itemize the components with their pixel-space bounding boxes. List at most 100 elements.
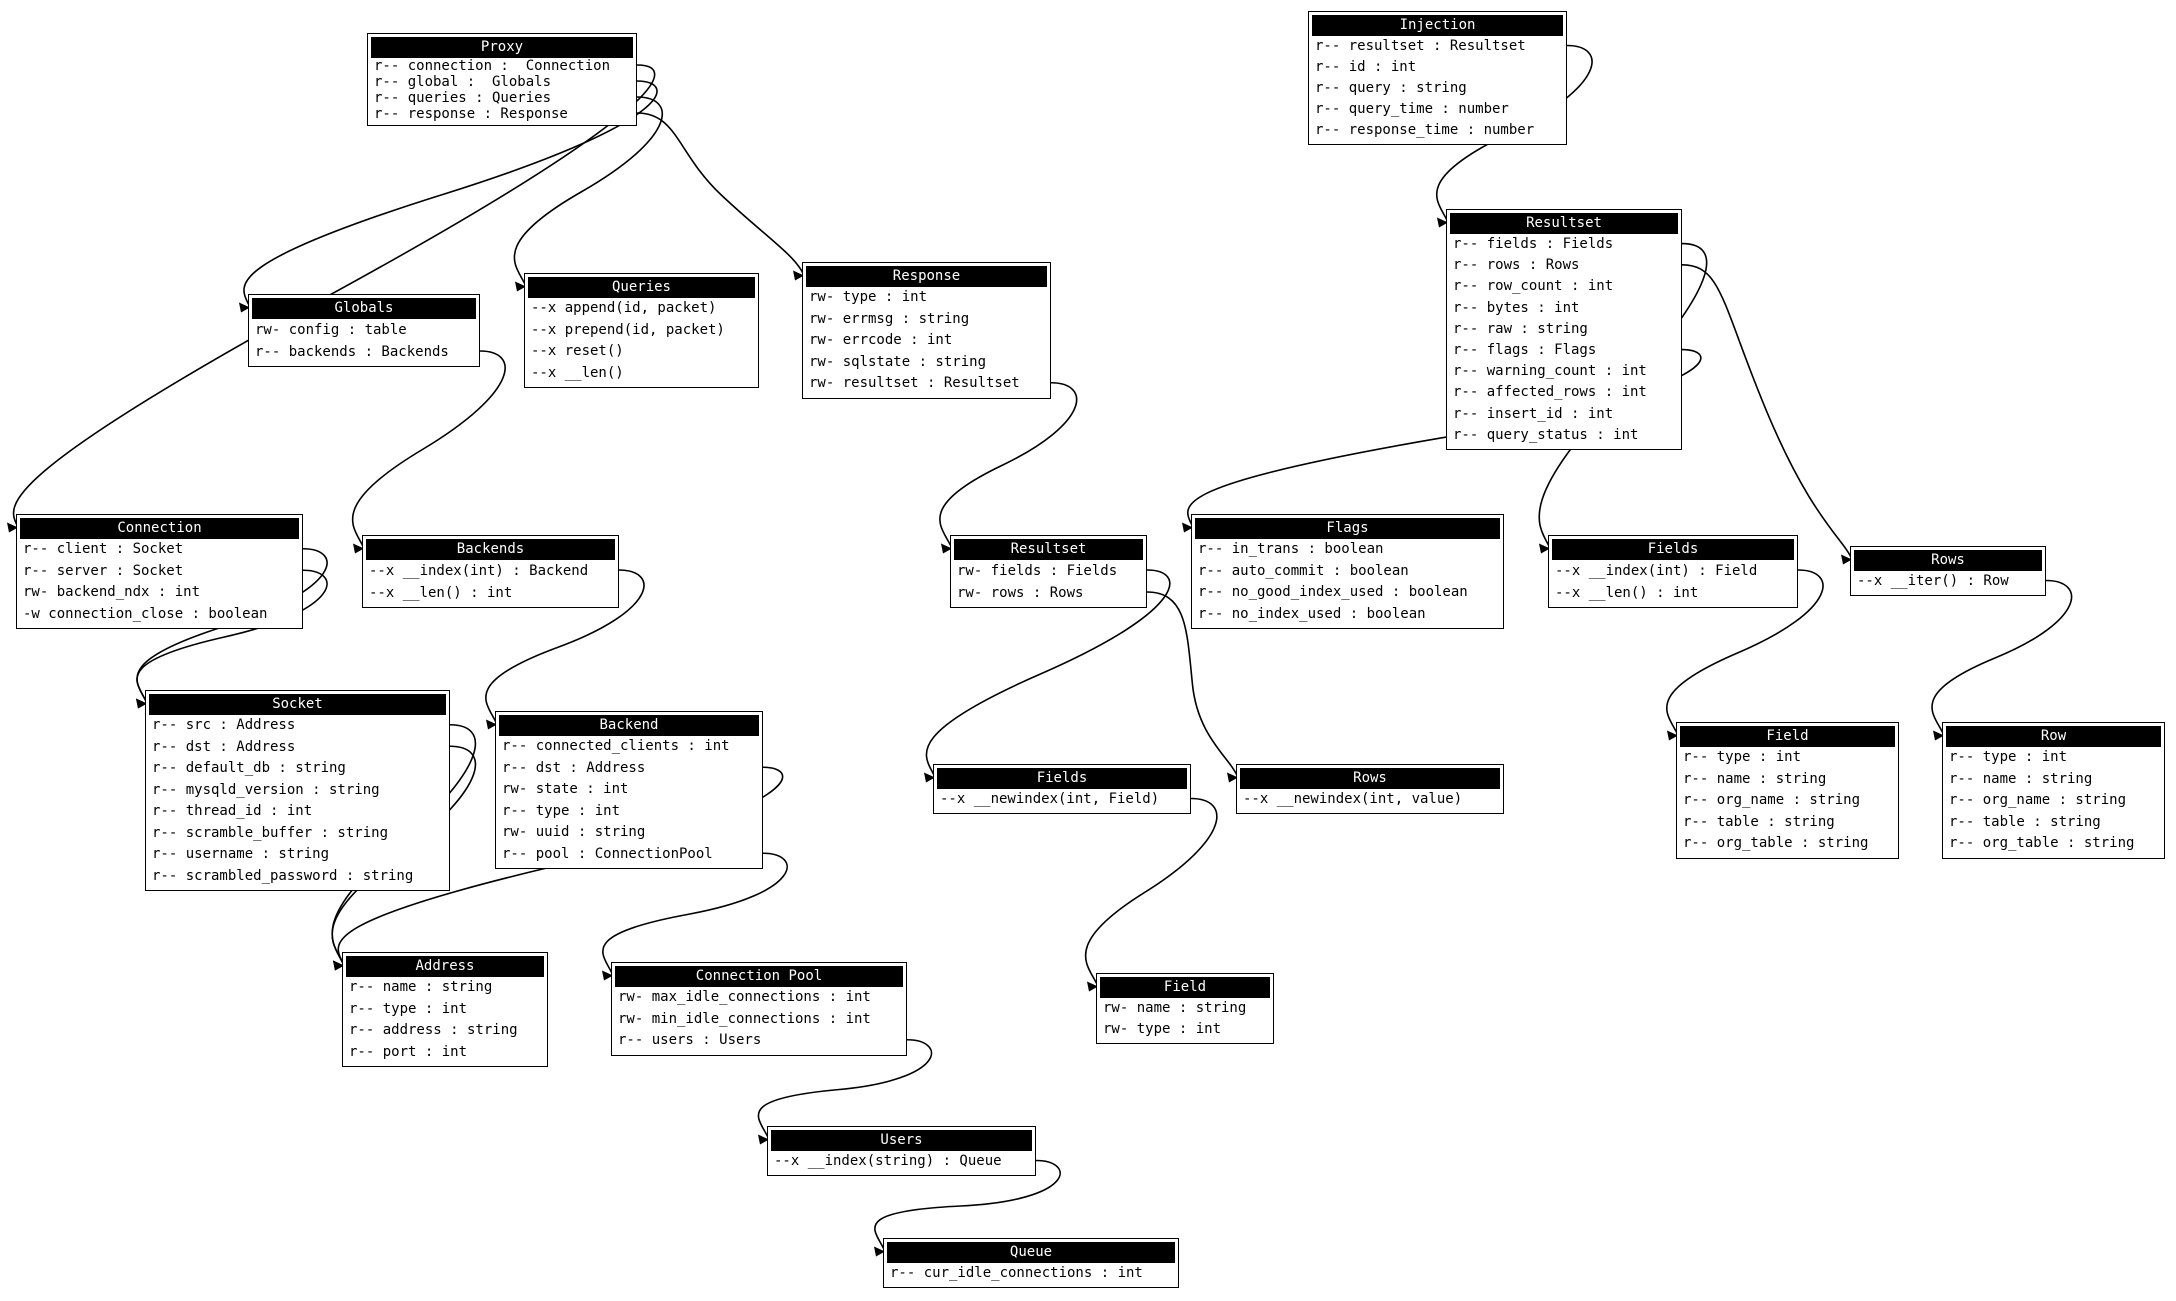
class-title: Fields xyxy=(937,768,1187,789)
class-member: --x __newindex(int, Field) xyxy=(940,791,1160,807)
class-title: Address xyxy=(346,956,544,977)
class-member: r-- type : int xyxy=(349,1000,468,1017)
class-title: Response xyxy=(806,266,1047,287)
edge-proxy-to-globals xyxy=(243,80,658,308)
class-member: r-- warning_count : int xyxy=(1453,363,1647,380)
class-member: r-- pool : ConnectionPool xyxy=(502,845,713,862)
class-member: rw- min_idle_connections : int xyxy=(618,1010,871,1027)
class-title: Resultset xyxy=(954,539,1143,560)
class-member: r-- type : int xyxy=(1949,749,2068,765)
edge-globals-to-backends xyxy=(351,350,506,549)
class-member: r-- resultset : Resultset xyxy=(1315,38,1526,54)
class-member: r-- connected_clients : int xyxy=(502,738,730,754)
edge-arrowhead xyxy=(924,772,935,783)
class-member: r-- name : string xyxy=(349,979,493,995)
class-member: rw- resultset : Resultset xyxy=(809,375,1020,391)
class-member: rw- max_idle_connections : int xyxy=(618,989,871,1005)
class-box-fields-mid: Fields --x __newindex(int, Field) xyxy=(933,764,1191,814)
edge-arrowhead xyxy=(793,270,804,281)
class-member: r-- dst : Address xyxy=(152,738,296,755)
class-member: r-- query : string xyxy=(1315,80,1467,96)
class-member: r-- response_time : number xyxy=(1315,122,1535,138)
class-title: Rows xyxy=(1854,550,2042,571)
class-title: Field xyxy=(1100,977,1270,998)
edge-response-to-resultset-mid xyxy=(939,381,1078,549)
edge-rows-right-to-row-right xyxy=(1931,579,2073,736)
class-title: Fields xyxy=(1552,539,1794,560)
class-member: r-- username : string xyxy=(152,846,330,862)
class-title: Rows xyxy=(1240,768,1500,789)
class-box-backends: Backends--x __index(int) : Backend--x __… xyxy=(362,535,619,608)
class-member: --x reset() xyxy=(531,343,624,359)
class-member: r-- raw : string xyxy=(1453,320,1588,337)
class-member: rw- errcode : int xyxy=(809,332,953,348)
class-title: Connection xyxy=(20,518,299,539)
edge-connection-to-socket xyxy=(136,569,328,704)
edge-arrowhead xyxy=(515,281,526,292)
edge-fields-right-to-field-right xyxy=(1666,569,1824,736)
class-member: r-- type : int xyxy=(1683,749,1802,765)
edge-arrowhead xyxy=(353,543,364,554)
class-box-backend: Backend r-- connected_clients : int r-- ds… xyxy=(495,711,763,869)
class-member: r-- dst : Address xyxy=(502,759,646,776)
class-member: r-- org_name : string xyxy=(1949,792,2127,808)
class-member: r-- name : string xyxy=(1949,770,2093,787)
class-member: r-- fields : Fields xyxy=(1453,236,1614,252)
class-member: --x __len() : int xyxy=(369,585,513,601)
edge-fields-mid-to-field-mid xyxy=(1084,797,1218,987)
class-title: Row xyxy=(1946,726,2161,747)
edge-resultset-mid-to-fields-mid xyxy=(925,569,1171,778)
edge-backends-to-backend xyxy=(485,569,645,725)
class-member: r-- query_status : int xyxy=(1453,426,1639,443)
class-member: r-- id : int xyxy=(1315,59,1417,75)
class-member: r-- src : Address xyxy=(152,717,296,733)
class-member: r-- port : int xyxy=(349,1043,468,1060)
class-title: Proxy xyxy=(371,37,633,58)
class-member: r-- scrambled_password : string xyxy=(152,867,414,884)
edge-resultset-mid-to-rows-mid xyxy=(1146,591,1239,778)
class-member: -w connection_close : boolean xyxy=(23,605,268,622)
edge-arrowhead xyxy=(1933,730,1944,741)
edge-arrowhead xyxy=(602,970,613,981)
class-title: Queue xyxy=(887,1242,1175,1263)
class-member: r-- bytes : int xyxy=(1453,299,1580,316)
edge-backend-to-connection-pool xyxy=(602,852,788,976)
edge-arrowhead xyxy=(136,698,147,709)
class-member: r-- no_good_index_used : boolean xyxy=(1198,584,1468,600)
class-member: --x append(id, packet) xyxy=(531,300,717,316)
class-member: r-- connection : Connection xyxy=(374,58,611,74)
class-title: Backend xyxy=(499,715,759,736)
class-title: Connection Pool xyxy=(615,966,903,987)
edge-arrowhead xyxy=(874,1246,885,1257)
class-box-users: Users--x __index(string) : Queue xyxy=(767,1126,1036,1176)
class-member: rw- name : string xyxy=(1103,1000,1247,1016)
class-member: r-- row_count : int xyxy=(1453,278,1614,295)
class-member: --x __iter() : Row xyxy=(1857,573,2009,589)
class-member: --x prepend(id, packet) xyxy=(531,321,725,338)
class-member: r-- org_table : string xyxy=(1683,835,1869,851)
class-member: rw- fields : Fields xyxy=(957,563,1118,579)
class-member: r-- default_db : string xyxy=(152,760,346,776)
edge-arrowhead xyxy=(758,1134,769,1145)
class-box-connection-pool: Connection Pool rw- max_idle_connections … xyxy=(611,962,907,1056)
class-member: rw- state : int xyxy=(502,781,629,797)
class-member: r-- mysqld_version : string xyxy=(152,781,380,798)
class-box-fields-right: Fields--x __index(int) : Field--x __len(… xyxy=(1548,535,1798,608)
class-member: --x __len() : int xyxy=(1555,585,1699,601)
edge-arrowhead xyxy=(333,960,344,971)
class-member: r-- affected_rows : int xyxy=(1453,384,1647,401)
edge-arrowhead xyxy=(1841,554,1852,565)
edge-arrowhead xyxy=(1539,543,1550,554)
class-box-row-right: Row r-- type : int r-- name : string r-- or… xyxy=(1942,722,2165,859)
class-member: r-- in_trans : boolean xyxy=(1198,541,1384,557)
